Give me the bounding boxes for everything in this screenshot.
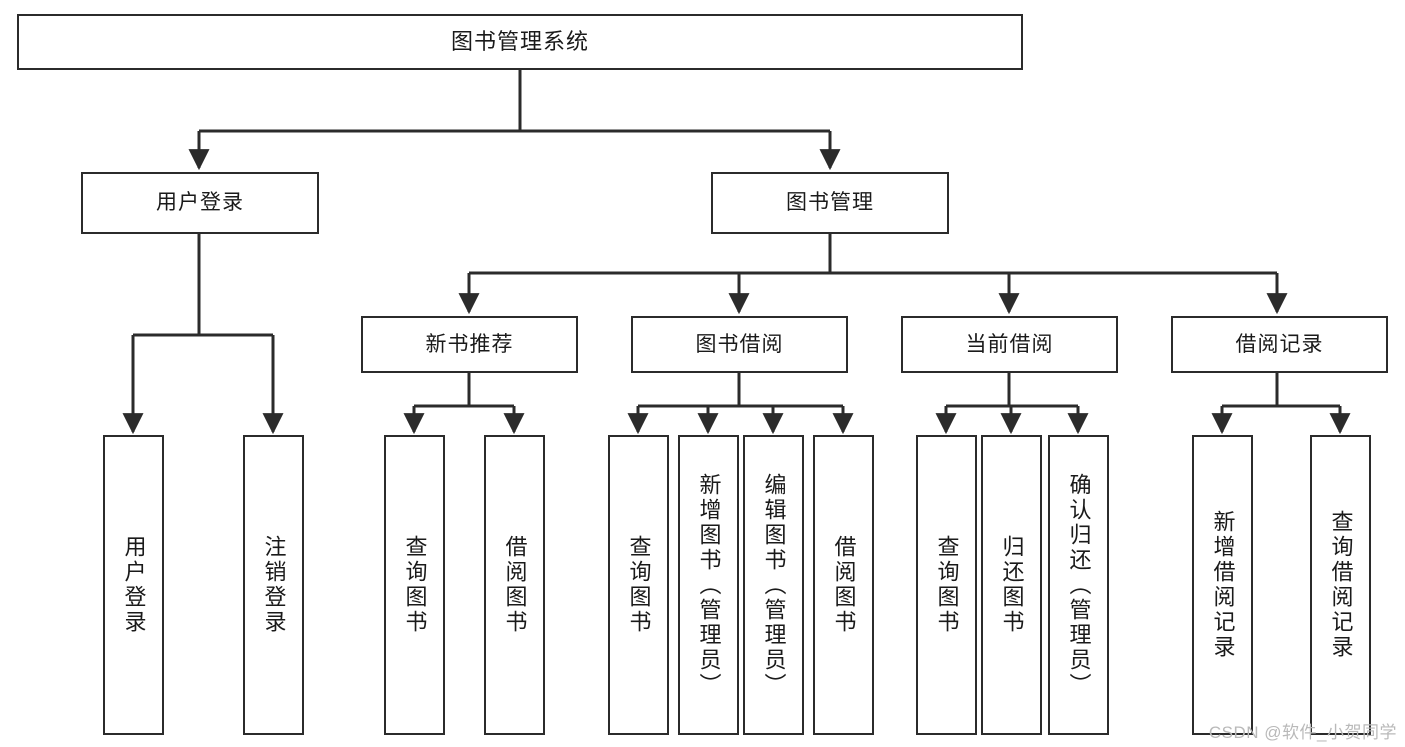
- node-current-borrow[interactable]: 当前借阅: [901, 316, 1118, 373]
- node-leaf-borrow-book-1[interactable]: 借阅图书: [484, 435, 545, 735]
- node-leaf-confirm-return[interactable]: 确认归还（管理员）: [1048, 435, 1109, 735]
- node-leaf-query-book-3-label: 查询图书: [934, 535, 960, 635]
- node-leaf-add-book-label: 新增图书（管理员）: [696, 472, 722, 698]
- node-leaf-user-login[interactable]: 用户登录: [103, 435, 164, 735]
- node-book-manage[interactable]: 图书管理: [711, 172, 949, 234]
- node-leaf-confirm-return-label: 确认归还（管理员）: [1066, 472, 1092, 698]
- node-user-login-label: 用户登录: [156, 191, 244, 215]
- node-leaf-borrow-book-2-label: 借阅图书: [831, 535, 857, 635]
- node-root[interactable]: 图书管理系统: [17, 14, 1023, 70]
- node-book-borrow[interactable]: 图书借阅: [631, 316, 848, 373]
- node-borrow-record[interactable]: 借阅记录: [1171, 316, 1388, 373]
- node-leaf-add-book[interactable]: 新增图书（管理员）: [678, 435, 739, 735]
- node-new-book-recommend[interactable]: 新书推荐: [361, 316, 578, 373]
- node-new-book-recommend-label: 新书推荐: [425, 332, 514, 356]
- node-leaf-return-book[interactable]: 归还图书: [981, 435, 1042, 735]
- node-leaf-query-record[interactable]: 查询借阅记录: [1310, 435, 1371, 735]
- node-borrow-record-label: 借阅记录: [1235, 332, 1324, 356]
- watermark: CSDN @软件_小贺同学: [1208, 723, 1397, 742]
- node-leaf-query-record-label: 查询借阅记录: [1328, 510, 1354, 660]
- node-leaf-user-login-label: 用户登录: [121, 535, 147, 635]
- node-leaf-query-book-1[interactable]: 查询图书: [384, 435, 445, 735]
- node-user-login[interactable]: 用户登录: [81, 172, 319, 234]
- node-leaf-add-record-label: 新增借阅记录: [1210, 510, 1236, 660]
- node-leaf-borrow-book-2[interactable]: 借阅图书: [813, 435, 874, 735]
- node-leaf-borrow-book-1-label: 借阅图书: [502, 535, 528, 635]
- node-current-borrow-label: 当前借阅: [965, 332, 1054, 356]
- node-leaf-logout[interactable]: 注销登录: [243, 435, 304, 735]
- node-leaf-query-book-3[interactable]: 查询图书: [916, 435, 977, 735]
- node-leaf-edit-book-label: 编辑图书（管理员）: [761, 472, 787, 698]
- node-book-manage-label: 图书管理: [786, 191, 874, 215]
- node-leaf-return-book-label: 归还图书: [999, 535, 1025, 635]
- node-leaf-edit-book[interactable]: 编辑图书（管理员）: [743, 435, 804, 735]
- node-leaf-add-record[interactable]: 新增借阅记录: [1192, 435, 1253, 735]
- node-leaf-query-book-2-label: 查询图书: [626, 535, 652, 635]
- node-book-borrow-label: 图书借阅: [695, 332, 784, 356]
- node-leaf-logout-label: 注销登录: [261, 535, 287, 635]
- node-root-label: 图书管理系统: [450, 28, 589, 54]
- node-leaf-query-book-2[interactable]: 查询图书: [608, 435, 669, 735]
- node-leaf-query-book-1-label: 查询图书: [402, 535, 428, 635]
